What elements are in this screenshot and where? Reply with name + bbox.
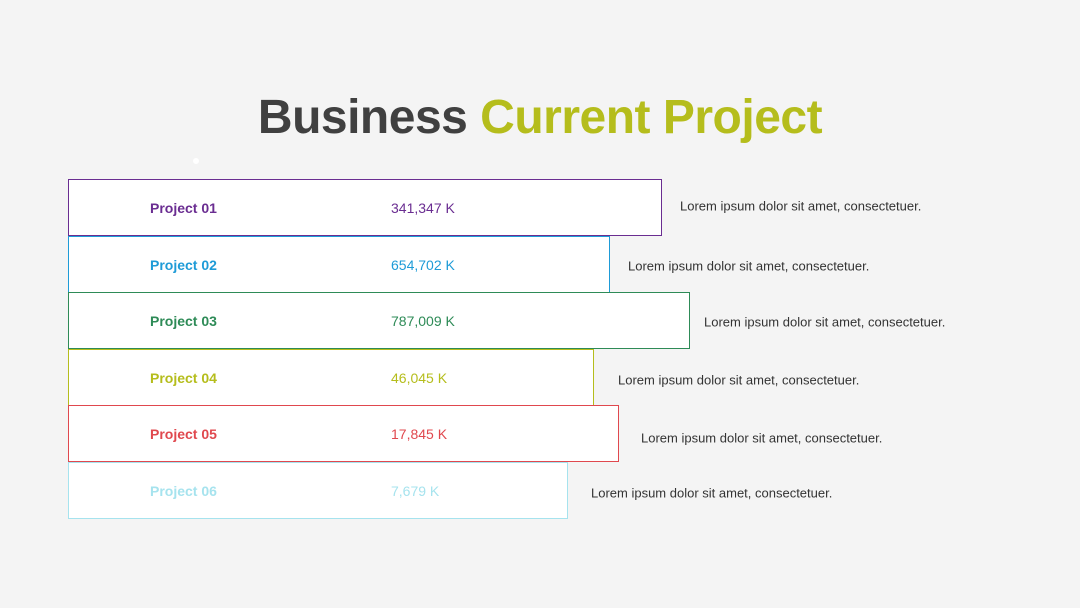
project-value: 341,347 K	[391, 199, 455, 216]
decorative-dot	[193, 158, 199, 164]
project-value: 787,009 K	[391, 312, 455, 329]
project-description: Lorem ipsum dolor sit amet, consectetuer…	[680, 198, 922, 214]
project-value: 17,845 K	[391, 425, 448, 442]
project-description: Lorem ipsum dolor sit amet, consectetuer…	[591, 485, 833, 501]
project-description: Lorem ipsum dolor sit amet, consectetuer…	[618, 372, 860, 388]
project-description: Lorem ipsum dolor sit amet, consectetuer…	[628, 258, 870, 274]
page-title: Business Current Project	[0, 86, 1080, 150]
project-name: Project 03	[150, 312, 217, 329]
project-value: 7,679 K	[391, 482, 440, 499]
title-part-business: Business	[257, 91, 468, 144]
project-name: Project 04	[150, 369, 217, 386]
project-name: Project 02	[150, 256, 217, 273]
project-description: Lorem ipsum dolor sit amet, consectetuer…	[704, 314, 946, 330]
project-row-05: Project 05 17,845 K	[68, 405, 619, 462]
project-name: Project 05	[150, 425, 217, 442]
project-row-04: Project 04 46,045 K	[68, 349, 594, 406]
project-value: 654,702 K	[391, 256, 455, 273]
project-row-01: Project 01 341,347 K	[68, 179, 662, 236]
project-description: Lorem ipsum dolor sit amet, consectetuer…	[641, 430, 883, 446]
project-name: Project 06	[150, 482, 217, 499]
project-row-06: Project 06 7,679 K	[68, 462, 568, 519]
project-row-02: Project 02 654,702 K	[68, 236, 610, 293]
title-part-current-project: Current Project	[480, 91, 823, 144]
project-value: 46,045 K	[391, 369, 448, 386]
project-name: Project 01	[150, 199, 217, 216]
project-row-03: Project 03 787,009 K	[68, 292, 690, 349]
